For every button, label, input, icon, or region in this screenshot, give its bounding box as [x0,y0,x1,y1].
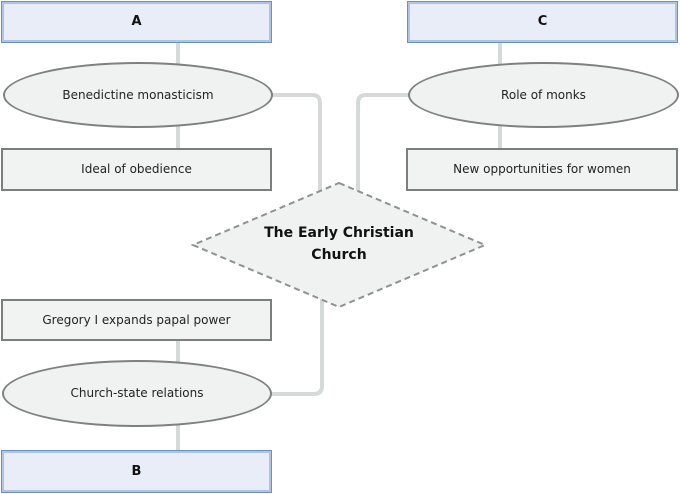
central-diamond-label: The Early Christian Church [264,225,414,263]
central-diamond [190,181,488,309]
ellipse-church-state-relations: Church-state relations [2,360,272,427]
rect-gregory-papal-power: Gregory I expands papal power [1,299,272,341]
rect-obedience-label: Ideal of obedience [81,162,192,177]
box-a[interactable]: A [1,1,272,43]
connector-monks-diamond [356,93,414,200]
box-c-label: C [537,14,548,30]
box-b-label: B [131,463,142,479]
ellipse-benedictine-monasticism: Benedictine monasticism [3,62,273,128]
connector-churchstate-diamond [264,292,324,396]
ellipse-church-state-label: Church-state relations [70,386,204,401]
rect-new-opportunities-women: New opportunities for women [406,148,678,191]
rect-gregory-label: Gregory I expands papal power [42,312,231,327]
ellipse-benedictine-label: Benedictine monasticism [62,87,214,102]
rect-women-label: New opportunities for women [453,162,631,177]
rect-ideal-of-obedience: Ideal of obedience [1,148,272,191]
ellipse-monks-label: Role of monks [501,87,586,102]
ellipse-role-of-monks: Role of monks [408,62,679,128]
box-a-label: A [131,14,142,30]
box-c[interactable]: C [407,1,678,43]
box-b[interactable]: B [1,450,272,493]
connector-benedictine-diamond [264,93,322,200]
